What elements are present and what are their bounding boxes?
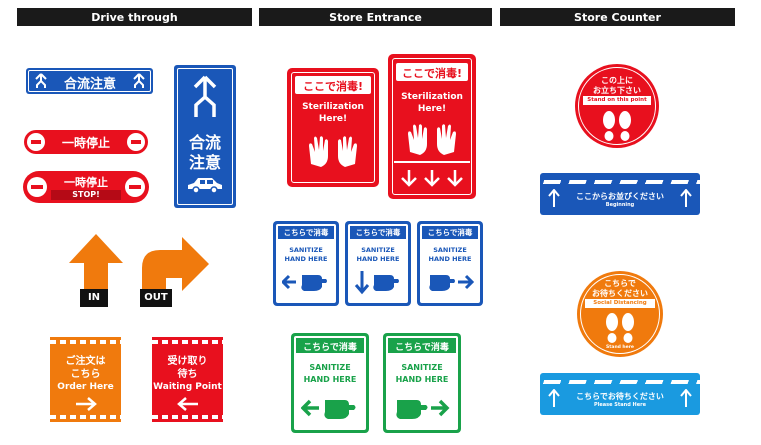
wait-jp-line2: お待ちください (592, 289, 648, 298)
order-here-sign: ご注文は こちら Order Here (50, 337, 121, 422)
left-arrow-hand-icon (301, 399, 356, 419)
stand-here-circle-sign: この上に お立ち下さい Stand on this point (575, 64, 659, 148)
right-arrow-icon (76, 397, 97, 411)
turn-right-arrow-icon (142, 237, 209, 306)
header-store-counter: Store Counter (500, 8, 735, 26)
stand-jp-line2: お立ち下さい (593, 86, 641, 95)
sanitize-jp-label: こちらで消毒 (303, 343, 357, 353)
down-arrow-hand-icon (354, 271, 399, 295)
right-arrow-hand-icon (396, 399, 450, 419)
merge-tall-line1: 合流 (188, 133, 221, 152)
up-arrow-icon (680, 189, 692, 207)
sanitize-jp-label: こちらで消毒 (395, 343, 449, 353)
car-icon (188, 178, 222, 194)
sanitize-sign-left: こちらで消毒 SANITIZE HAND HERE (273, 221, 339, 306)
merge-caution-tall-sign: 合流 注意 (174, 65, 236, 208)
wait-en-label: Social Distancing (593, 300, 647, 306)
sanitize-en-line2: HAND HERE (303, 375, 357, 384)
steril-en-line1: Sterilization (302, 102, 364, 112)
please-en-label: Please Stand Here (594, 402, 646, 408)
up-arrow-icon (548, 389, 560, 407)
hands-icon (309, 136, 357, 167)
stand-jp-line1: この上に (601, 76, 633, 85)
header-drive-through: Drive through (17, 8, 252, 26)
sanitize-sign-down: こちらで消毒 SANITIZE HAND HERE (345, 221, 411, 306)
down-arrows-icon (401, 170, 463, 187)
steril-en-line1: Sterilization (401, 92, 463, 102)
merge-tall-line2: 注意 (188, 153, 221, 172)
steril-en-line2: Here! (417, 104, 447, 114)
footprints-icon (603, 111, 631, 141)
sanitize-en-line1: SANITIZE (433, 246, 467, 254)
sanitize-green-sign-right: こちらで消毒 SANITIZE HAND HERE (383, 333, 461, 433)
stop-pill-en-label: STOP! (72, 190, 100, 199)
sanitize-green-sign-left: こちらで消毒 SANITIZE HAND HERE (291, 333, 369, 433)
sanitize-en-line2: HAND HERE (284, 255, 328, 263)
please-jp-label: こちらでお待ちください (576, 392, 664, 401)
up-arrow-icon (69, 234, 123, 295)
sanitize-en-line1: SANITIZE (401, 363, 443, 372)
stop-pill-label: 一時停止 (61, 136, 110, 150)
please-stand-floor-bar: こちらでお待ちください Please Stand Here (540, 373, 700, 415)
sterilization-sign-small: ここで消毒! Sterilization Here! (287, 68, 379, 187)
sanitize-sign-right: こちらで消毒 SANITIZE HAND HERE (417, 221, 483, 306)
social-distancing-circle-sign: こちらで お待ちください Social Distancing Stand her… (577, 271, 663, 357)
order-en-label: Order Here (57, 382, 114, 392)
waiting-point-sign: 受け取り 待ち Waiting Point (152, 337, 223, 422)
begin-en-label: Beginning (605, 202, 635, 208)
merge-caution-label: 合流注意 (63, 77, 116, 92)
in-label: IN (87, 292, 101, 303)
hands-icon (408, 124, 456, 155)
wait-small-label: Stand here (606, 345, 634, 350)
stop-pill-jp-label: 一時停止 (64, 176, 108, 189)
steril-jp-label: ここで消毒! (302, 80, 364, 93)
footprints-icon (606, 313, 634, 343)
sanitize-en-line1: SANITIZE (361, 246, 395, 254)
stop-pill-sign-bilingual: 一時停止 STOP! (23, 171, 149, 203)
up-arrow-icon (680, 389, 692, 407)
merge-arrow-icon (193, 75, 217, 117)
sanitize-en-line2: HAND HERE (395, 375, 449, 384)
sanitize-jp-label: こちらで消毒 (427, 228, 473, 237)
out-label: OUT (144, 292, 168, 303)
steril-jp-label: ここで消毒! (401, 67, 463, 80)
sanitize-en-line1: SANITIZE (309, 363, 351, 372)
steril-en-line2: Here! (318, 114, 348, 124)
header-store-entrance: Store Entrance (259, 8, 492, 26)
waiting-jp-line2: 待ち (177, 369, 198, 380)
sanitize-en-line2: HAND HERE (428, 255, 472, 263)
merge-arrow-icon (35, 73, 47, 88)
begin-jp-label: ここからお並びください (576, 192, 664, 201)
out-label-box (140, 289, 172, 307)
merge-arrow-icon (133, 73, 145, 88)
order-jp-line2: こちら (70, 369, 101, 380)
in-label-box (80, 289, 108, 307)
merge-caution-banner: 合流注意 (26, 68, 153, 94)
sanitize-en-line1: SANITIZE (289, 246, 323, 254)
order-jp-line1: ご注文は (65, 356, 106, 367)
right-arrow-hand-icon (429, 274, 474, 291)
waiting-jp-line1: 受け取り (167, 356, 208, 367)
stop-pill-sign: 一時停止 (24, 130, 148, 154)
up-arrow-icon (548, 189, 560, 207)
waiting-en-label: Waiting Point (153, 382, 222, 392)
sanitize-jp-label: こちらで消毒 (355, 228, 401, 237)
left-arrow-icon (177, 397, 198, 411)
wait-jp-line1: こちらで (604, 279, 636, 288)
beginning-floor-bar: ここからお並びください Beginning (540, 173, 700, 215)
stand-en-label: Stand on this point (587, 97, 647, 103)
sanitize-en-line2: HAND HERE (356, 255, 400, 263)
sterilization-sign-large: ここで消毒! Sterilization Here! (388, 54, 476, 199)
left-arrow-hand-icon (282, 274, 327, 291)
sanitize-jp-label: こちらで消毒 (283, 228, 329, 237)
